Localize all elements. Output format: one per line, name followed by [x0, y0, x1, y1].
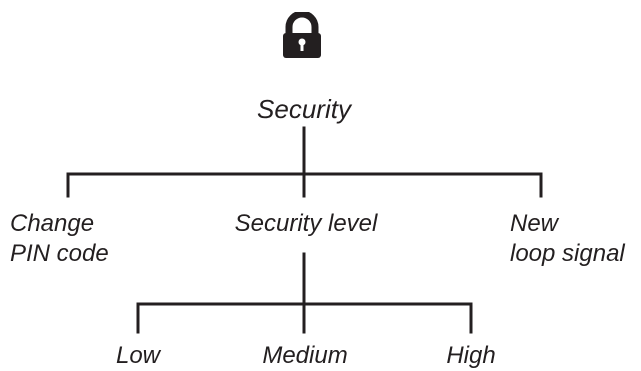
- root-node-label: Security: [257, 94, 351, 124]
- level-option-low: Low: [115, 342, 161, 369]
- level-option-medium: Medium: [262, 342, 348, 369]
- level-option-high: High: [446, 342, 496, 369]
- padlock-icon: [277, 10, 327, 63]
- security-level-label: Security level: [234, 210, 378, 237]
- new-loop-signal-node: New loop signal: [510, 209, 625, 269]
- change-pin-code-line-1: Change: [10, 210, 95, 237]
- change-pin-code-node: Change PIN code: [10, 209, 109, 269]
- security-level-node: Security level: [235, 209, 378, 239]
- new-loop-signal-line-2: loop signal: [510, 240, 625, 267]
- change-pin-code-line-2: PIN code: [10, 240, 109, 267]
- new-loop-signal-line-1: New: [510, 210, 559, 237]
